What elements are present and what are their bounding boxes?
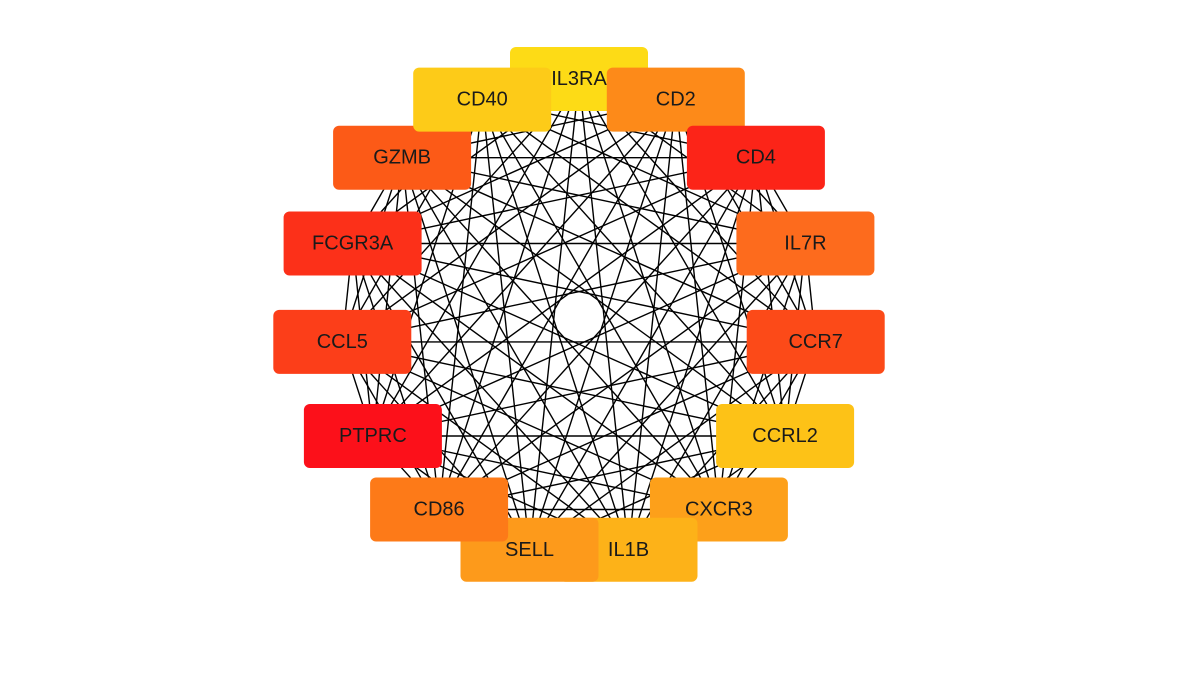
edge-CD4-SELL bbox=[528, 157, 757, 551]
node-label: PTPRC bbox=[339, 425, 407, 447]
edge-CCR7-CD40 bbox=[481, 99, 817, 343]
node-label: CD40 bbox=[457, 89, 508, 111]
edge-IL7R-CD86 bbox=[438, 242, 806, 511]
edge-IL3RA-IL1B bbox=[578, 78, 630, 550]
edge-CD4-IL1B bbox=[627, 157, 757, 551]
node-fcgr3a[interactable]: FCGR3A bbox=[283, 211, 422, 276]
node-box bbox=[746, 309, 885, 374]
node-box bbox=[736, 211, 875, 276]
node-label: CD4 bbox=[736, 147, 776, 169]
edge-IL7R-SELL bbox=[528, 243, 806, 551]
node-il7r[interactable]: IL7R bbox=[736, 211, 875, 276]
edge-IL1B-CCL5 bbox=[341, 341, 629, 551]
node-ccrl2[interactable]: CCRL2 bbox=[716, 404, 855, 468]
node-box bbox=[283, 211, 422, 276]
edge-IL1B-GZMB bbox=[401, 157, 630, 551]
node-box bbox=[606, 67, 745, 132]
node-box bbox=[370, 477, 509, 542]
edge-CCR7-GZMB bbox=[401, 157, 816, 343]
edge-CD2-PTPRC bbox=[372, 99, 677, 437]
edge-CD2-CCL5 bbox=[341, 99, 677, 343]
edge-SELL-CD40 bbox=[481, 99, 531, 550]
edge-CXCR3-GZMB bbox=[401, 157, 720, 510]
node-cd86[interactable]: CD86 bbox=[370, 477, 509, 542]
edge-CCRL2-CD40 bbox=[481, 99, 786, 437]
node-cd40[interactable]: CD40 bbox=[413, 67, 552, 132]
node-label: GZMB bbox=[373, 147, 431, 169]
edge-CD4-CD86 bbox=[438, 157, 757, 510]
edge-CXCR3-FCGR3A bbox=[352, 242, 720, 511]
edge-IL1B-CD40 bbox=[481, 99, 630, 551]
edge-SELL-GZMB bbox=[401, 157, 531, 551]
node-label: IL3RA bbox=[551, 68, 607, 90]
edge-CD2-IL1B bbox=[627, 99, 677, 550]
node-label: CXCR3 bbox=[685, 499, 753, 521]
node-box bbox=[333, 125, 472, 190]
node-box bbox=[413, 67, 552, 132]
edge-IL3RA-CXCR3 bbox=[578, 78, 720, 510]
node-label: FCGR3A bbox=[312, 233, 394, 255]
node-ccr7[interactable]: CCR7 bbox=[746, 309, 885, 374]
node-label: CD86 bbox=[414, 499, 465, 521]
node-label: IL1B bbox=[608, 539, 649, 561]
edge-CCRL2-GZMB bbox=[401, 157, 786, 437]
node-cd2[interactable]: CD2 bbox=[606, 67, 745, 132]
node-box bbox=[686, 125, 825, 190]
node-label: SELL bbox=[505, 539, 554, 561]
node-label: CCR7 bbox=[788, 331, 842, 353]
node-box bbox=[273, 309, 412, 374]
node-gzmb[interactable]: GZMB bbox=[333, 125, 472, 190]
edge-CD86-CD40 bbox=[438, 99, 483, 510]
node-box bbox=[303, 404, 442, 468]
edge-IL3RA-CD86 bbox=[438, 78, 580, 510]
node-label: CCL5 bbox=[317, 331, 368, 353]
edge-CCRL2-CCL5 bbox=[342, 341, 786, 437]
node-label: CCRL2 bbox=[752, 425, 818, 447]
edge-CD2-CXCR3 bbox=[675, 99, 720, 510]
node-ccl5[interactable]: CCL5 bbox=[273, 309, 412, 374]
node-box bbox=[716, 404, 855, 468]
node-label: IL7R bbox=[784, 233, 826, 255]
edge-CD4-CCL5 bbox=[342, 157, 757, 343]
edge-IL3RA-CCRL2 bbox=[578, 78, 786, 437]
edge-CXCR3-CD40 bbox=[481, 99, 720, 510]
edge-PTPRC-GZMB bbox=[372, 157, 403, 437]
node-cd4[interactable]: CD4 bbox=[686, 125, 825, 190]
edge-CCR7-SELL bbox=[529, 341, 817, 551]
edge-CD4-CCRL2 bbox=[755, 157, 786, 437]
node-ptprc[interactable]: PTPRC bbox=[303, 404, 442, 468]
node-label: CD2 bbox=[656, 89, 696, 111]
edge-IL3RA-PTPRC bbox=[372, 78, 580, 437]
edge-IL1B-FCGR3A bbox=[352, 243, 630, 551]
edge-CCR7-PTPRC bbox=[372, 341, 816, 437]
edge-IL3RA-SELL bbox=[528, 78, 580, 550]
